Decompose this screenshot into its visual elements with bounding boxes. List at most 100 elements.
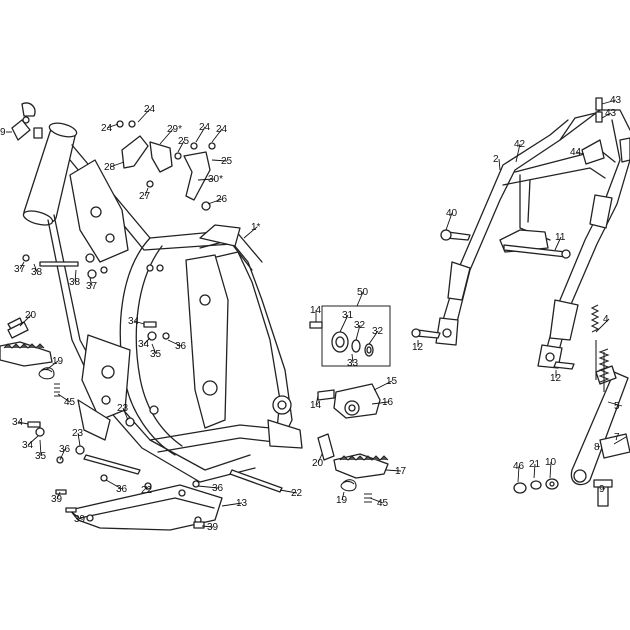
callout-leader-line — [159, 128, 174, 145]
callout-leader-line — [595, 318, 610, 333]
callout-leader-line — [207, 198, 223, 205]
callout-leader-line — [554, 236, 562, 251]
part-number-label: 7 — [614, 432, 620, 443]
part-number-label: 12 — [550, 373, 562, 384]
callout-leader-line — [607, 401, 623, 407]
callout-leader-line — [602, 487, 606, 490]
callout-leader-line — [385, 469, 402, 472]
callout-leader-line — [549, 461, 552, 479]
callout-leader-line — [109, 161, 125, 168]
callout-leader-line — [211, 159, 228, 162]
part-number-label: 37 — [86, 281, 98, 292]
part-number-label: 25 — [221, 156, 233, 167]
callout-leader-line — [195, 126, 206, 143]
callout-leader-line — [373, 380, 393, 391]
callout-leader-line — [575, 151, 585, 155]
part-number-label: 35 — [150, 349, 162, 360]
callout-leader-line — [368, 330, 379, 345]
part-number-label: 34 — [128, 316, 140, 327]
callout-leader-line — [57, 393, 71, 403]
callout-leader-line — [17, 421, 29, 425]
part-number-label: 44 — [570, 147, 582, 158]
callout-leader-line — [201, 525, 214, 528]
part-number-label: 31 — [342, 310, 354, 321]
part-number-label: 24 — [101, 123, 113, 134]
callout-leader-line — [167, 339, 182, 347]
part-number-label: 40 — [446, 208, 458, 219]
part-number-label: 14 — [310, 305, 322, 316]
part-number-label: 43 — [605, 108, 617, 119]
callout-leader-line — [19, 314, 32, 327]
callout-leader-line — [133, 320, 145, 325]
callout-leader-line — [315, 395, 319, 406]
part-number-label: 46 — [513, 461, 525, 472]
callout-leader-line — [197, 178, 215, 181]
side-stand — [570, 304, 630, 507]
part-number-label: 2 — [493, 154, 499, 165]
part-number-label: 30* — [208, 174, 223, 185]
part-number-label: 22 — [141, 485, 153, 496]
part-number-label: 10 — [545, 457, 557, 468]
part-number-label: 43 — [610, 95, 622, 106]
part-number-label: 20 — [25, 310, 37, 321]
part-number-label: 19 — [52, 356, 64, 367]
callout-leader-line — [89, 277, 93, 287]
rear-subframe — [435, 109, 630, 369]
callout-leader-line — [74, 269, 77, 283]
part-number-label: 34 — [138, 339, 150, 350]
part-number-label: 36 — [116, 484, 128, 495]
part-number-label: 33 — [347, 358, 359, 369]
callout-leader-line — [279, 489, 298, 494]
bolts-and-fasteners — [7, 97, 603, 529]
part-number-label: 15 — [386, 376, 398, 387]
main-frame — [22, 122, 303, 483]
part-number-label: 16 — [382, 397, 394, 408]
callout-leader-line — [33, 263, 38, 273]
right-footpeg — [317, 433, 389, 503]
part-number-label: 28 — [104, 162, 116, 173]
callout-leader-line — [371, 401, 389, 405]
part-number-label: 17 — [395, 466, 407, 477]
part-number-label: 19 — [336, 495, 348, 506]
part-number-label: 36 — [175, 341, 187, 352]
part-number-label: 45 — [377, 498, 389, 509]
part-number-label: 20 — [312, 458, 324, 469]
part-number-label: 1* — [251, 222, 261, 233]
callout-leader-line — [197, 485, 219, 489]
callout-leader-line — [498, 158, 501, 171]
part-number-label: 50 — [357, 287, 369, 298]
part-number-label: 8 — [594, 442, 600, 453]
part-number-label: 39 — [74, 514, 86, 525]
callout-leader-line — [339, 314, 349, 333]
part-number-label: 36 — [212, 483, 224, 494]
callout-leader-line — [597, 445, 601, 448]
callout-leader-line — [445, 212, 453, 231]
callout-leader-line — [533, 463, 536, 479]
part-number-label: 22 — [291, 488, 303, 499]
part-number-label: 35 — [35, 451, 47, 462]
callout-leader-line — [517, 465, 520, 483]
callout-leader-line — [177, 140, 185, 153]
callout-leader-line — [45, 360, 59, 371]
part-number-label: 27 — [139, 191, 151, 202]
callout-leader-line — [71, 511, 81, 520]
footpeg-bracket — [317, 383, 381, 419]
part-number-label: 21 — [529, 459, 541, 470]
part-number-label: 24 — [144, 104, 156, 115]
callout-leader-line — [211, 128, 223, 143]
part-number-label: 25 — [178, 136, 190, 147]
callout-leader-line — [243, 226, 258, 239]
callout-leader-line — [601, 112, 612, 119]
part-number-label: 38 — [69, 277, 81, 288]
callout-leader-line — [106, 123, 119, 129]
callout-leader-line — [369, 497, 384, 504]
part-number-label: 9 — [0, 127, 6, 138]
callout-leader-line — [341, 491, 345, 501]
part-number-label: 34 — [22, 440, 34, 451]
callout-leader-line — [144, 187, 149, 197]
part-number-label: 34 — [12, 417, 24, 428]
callout-leader-line — [59, 448, 66, 461]
skid-plate — [69, 484, 223, 531]
part-number-label: 29* — [167, 124, 182, 135]
